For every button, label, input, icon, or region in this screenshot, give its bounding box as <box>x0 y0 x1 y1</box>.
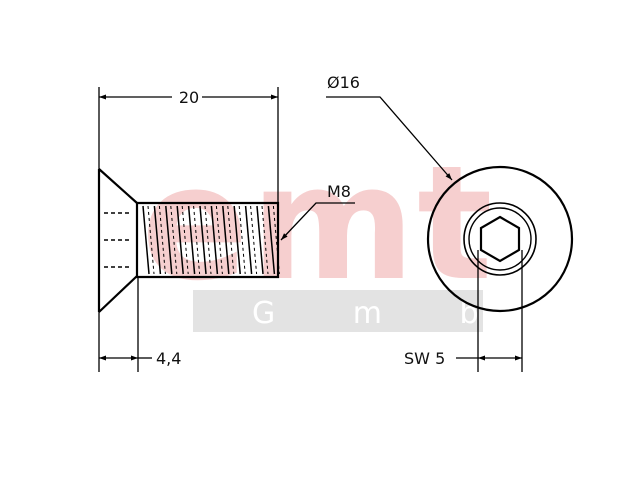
thread-root-line <box>238 205 246 275</box>
thread-line <box>199 205 207 275</box>
thread-line <box>267 205 276 275</box>
thread-line <box>153 205 162 275</box>
thread-root-line <box>227 205 235 275</box>
dim-head-height-label: 4,4 <box>156 349 181 368</box>
dim-thread: M8 <box>280 182 355 241</box>
thread-root-line <box>261 205 269 275</box>
watermark-subtitle: G m b H <box>252 296 613 331</box>
thread-lines <box>142 205 280 275</box>
socket-circle-outer <box>463 202 537 276</box>
dim-thread-label: M8 <box>327 182 351 201</box>
thread-root-line <box>181 205 189 275</box>
dim-socket-size: SW 5 <box>404 250 523 372</box>
thread-line <box>256 205 264 275</box>
thread-root-line <box>215 205 223 275</box>
watermark: emt G m b H <box>141 132 613 332</box>
thread-root-line <box>147 205 155 275</box>
dim-head-diameter: Ø16 <box>326 73 453 181</box>
watermark-band <box>193 290 483 332</box>
thread-line <box>222 205 230 275</box>
screw-side-view <box>97 168 280 313</box>
thread-root-line <box>158 205 166 275</box>
screw-head-outline <box>97 168 138 313</box>
screw-shank-outline <box>135 201 280 279</box>
dim-socket-size-label: SW 5 <box>404 349 445 368</box>
thread-line <box>233 205 241 275</box>
thread-line <box>165 205 173 275</box>
dim-length: 20 <box>98 86 279 203</box>
dim-head-diameter-label: Ø16 <box>327 73 360 92</box>
thread-line <box>176 205 184 275</box>
screw-front-view <box>426 165 574 313</box>
thread-root-line <box>204 205 212 275</box>
socket-circle-inner <box>468 207 532 271</box>
thread-root-line <box>272 205 280 275</box>
thread-line <box>210 205 219 275</box>
thread-line <box>142 205 150 275</box>
thread-line <box>187 205 196 275</box>
hex-socket <box>479 215 521 263</box>
watermark-brand: emt <box>141 132 494 316</box>
socket-hidden-lines <box>104 212 130 268</box>
thread-root-line <box>250 205 258 275</box>
dim-head-height: 4,4 <box>98 278 181 372</box>
thread-root-line <box>170 205 178 275</box>
dim-length-label: 20 <box>179 88 199 107</box>
head-circle <box>426 165 574 313</box>
thread-line <box>244 205 253 275</box>
thread-root-line <box>193 205 201 275</box>
